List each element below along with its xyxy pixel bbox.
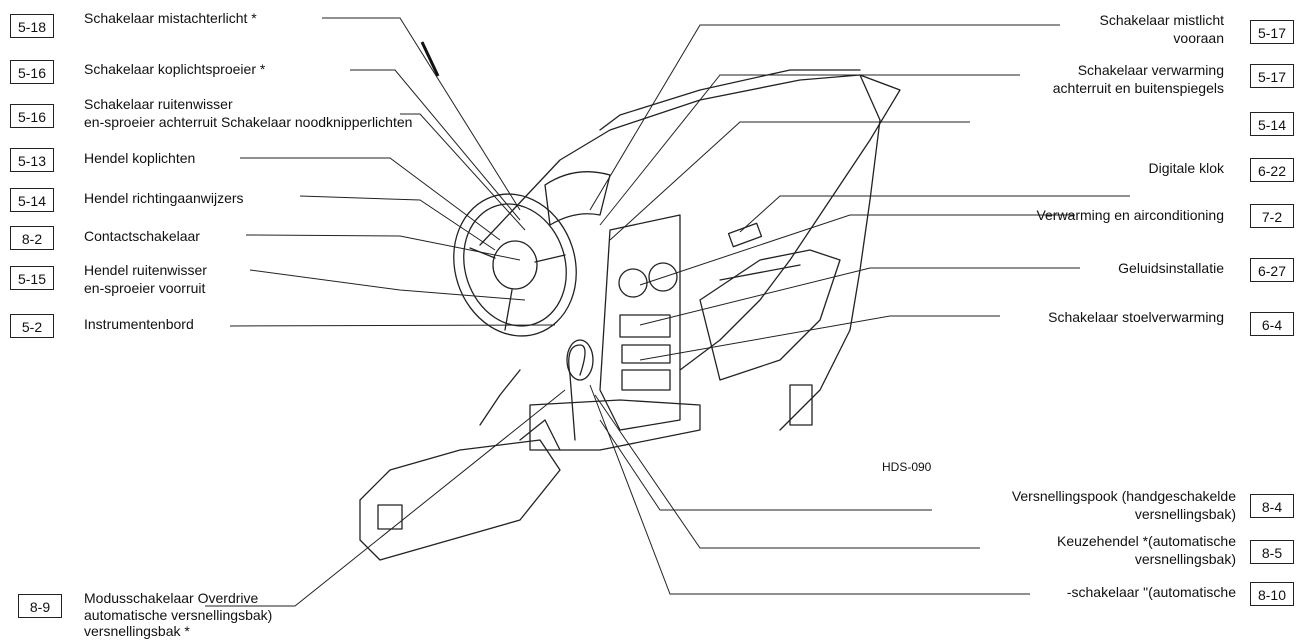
- callout-rear-defroster-switch-line2: achterruit en buitenspiegels: [1052, 80, 1224, 96]
- page-ref-box: 6-4: [1250, 312, 1294, 336]
- callout-manual-shifter-line2: versnellingsbak): [1134, 506, 1236, 522]
- diagram-code: HDS-090: [882, 460, 932, 474]
- callout-front-fog-switch-line2: vooraan: [1173, 30, 1224, 46]
- page-ref-box: 6-22: [1250, 158, 1294, 182]
- page-ref-box: 5-17: [1250, 20, 1294, 44]
- page-ref-box: 5-17: [1250, 64, 1294, 88]
- callout-headlamp-lever: Hendel koplichten: [84, 150, 196, 166]
- gear-shifter: [568, 344, 586, 441]
- callout-instrument-panel: Instrumentenbord: [84, 316, 194, 332]
- callout-headlamp-washer-switch: Schakelaar koplichtsproeier *: [84, 61, 266, 77]
- center-console: [529, 399, 701, 451]
- page-ref-box: 8-10: [1250, 582, 1294, 606]
- callout-front-fog-switch-line1: Schakelaar mistlicht: [1099, 12, 1225, 28]
- callout-auto-selector-lever-line2: versnellingsbak): [1134, 551, 1236, 567]
- callout-front-wiper-lever-line1: Hendel ruitenwisser: [84, 262, 207, 278]
- callout-ignition-switch: Contactschakelaar: [84, 228, 200, 244]
- page-ref-box: 5-14: [1250, 112, 1294, 136]
- page-ref-box: 8-5: [1250, 540, 1294, 564]
- callout-mode-switch-line1: Modusschakelaar Overdrive: [84, 590, 259, 606]
- callout-audio-system: Geluidsinstallatie: [1118, 260, 1224, 276]
- callout-rear-defroster-switch-line1: Schakelaar verwarming: [1077, 62, 1224, 78]
- callout-overdrive-switch: -schakelaar "(automatische: [1066, 584, 1236, 600]
- page-ref-box: 8-4: [1250, 494, 1294, 518]
- callout-digital-clock: Digitale klok: [1148, 160, 1224, 176]
- glovebox-outline: [699, 249, 841, 381]
- steering-wheel: [453, 193, 577, 337]
- page-ref-box: 8-2: [10, 226, 54, 250]
- page-ref-box: 6-27: [1250, 258, 1294, 282]
- callout-auto-selector-lever-line1: Keuzehendel *(automatische: [1056, 533, 1236, 549]
- callout-turn-signal-lever: Hendel richtingaanwijzers: [84, 190, 244, 206]
- center-stack: [599, 214, 681, 431]
- page-ref-box: 5-15: [10, 266, 54, 290]
- callout-heating-aircon: Verwarming en airconditioning: [1036, 207, 1224, 223]
- callout-mode-switch-line2: automatische versnellingsbak): [84, 607, 273, 623]
- dashboard-top-outline: [479, 74, 901, 371]
- page-ref-box: 5-14: [10, 188, 54, 212]
- callout-front-wiper-lever-line2: en-sproeier voorruit: [84, 280, 206, 296]
- callout-rear-wiper-switch-line2: en-sproeier achterruit Schakelaar noodkn…: [84, 114, 413, 130]
- callout-rear-fog-switch: Schakelaar mistachterlicht *: [84, 10, 257, 26]
- page-ref-box: 5-2: [10, 314, 54, 338]
- page-ref-box: 5-18: [10, 14, 54, 38]
- page-ref-box: 8-9: [18, 594, 62, 618]
- callout-mode-switch-line3: versnellingsbak *: [84, 623, 190, 639]
- page-ref-box: 5-16: [10, 60, 54, 84]
- callout-manual-shifter-line1: Versnellingspook (handgeschakelde: [1011, 488, 1236, 504]
- steering-hub: [492, 240, 538, 290]
- page-ref-box: 5-13: [10, 148, 54, 172]
- instrument-cluster: [544, 171, 611, 226]
- page-ref-box: 5-16: [10, 104, 54, 128]
- dashboard-rear-edge: [599, 69, 861, 131]
- callout-rear-wiper-switch-line1: Schakelaar ruitenwisser: [84, 96, 233, 112]
- callout-seat-heater-switch: Schakelaar stoelverwarming: [1048, 309, 1224, 325]
- page-ref-box: 7-2: [1250, 204, 1294, 228]
